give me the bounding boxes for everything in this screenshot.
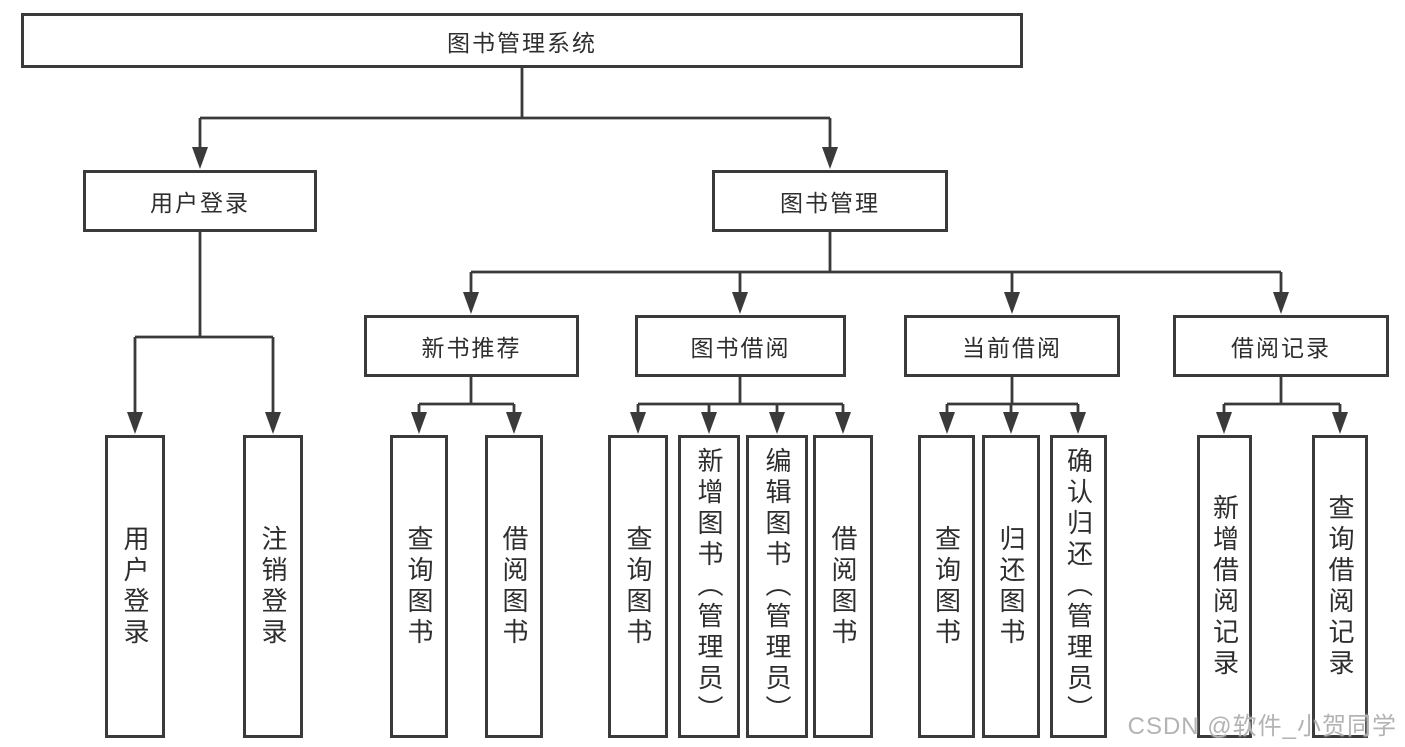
leaf-current-confirm-return-admin-label: 确认归还（管理员） xyxy=(1063,447,1094,726)
leaf-record-query-borrow-record-label: 查询借阅记录 xyxy=(1325,493,1355,680)
leaf-user-login-label: 用户登录 xyxy=(120,524,150,649)
csdn-watermark: CSDN @软件_小贺同学 xyxy=(1127,713,1397,740)
node-current-borrow-label: 当前借阅 xyxy=(962,335,1062,361)
node-user-login: 用户登录 xyxy=(83,170,317,232)
node-borrow-record-label: 借阅记录 xyxy=(1231,335,1331,361)
leaf-borrow-query-books-label: 查询图书 xyxy=(623,524,653,649)
leaf-newbook-query-books-label: 查询图书 xyxy=(404,524,434,649)
node-borrow-record: 借阅记录 xyxy=(1173,315,1389,377)
leaf-borrow-edit-books-admin: 编辑图书（管理员） xyxy=(746,435,808,738)
node-user-login-label: 用户登录 xyxy=(150,190,250,216)
leaf-logout-label: 注销登录 xyxy=(258,524,288,649)
node-new-book-recommend-label: 新书推荐 xyxy=(421,335,522,361)
leaf-newbook-borrow-books: 借阅图书 xyxy=(485,435,543,738)
connector-login-to-leaves xyxy=(133,232,275,416)
leaf-record-query-borrow-record: 查询借阅记录 xyxy=(1312,435,1368,738)
node-root-system: 图书管理系统 xyxy=(21,13,1023,68)
leaf-newbook-query-books: 查询图书 xyxy=(390,435,448,738)
leaf-current-return-books-label: 归还图书 xyxy=(996,524,1026,649)
leaf-borrow-add-books-admin: 新增图书（管理员） xyxy=(678,435,740,738)
arrowheads-level2 xyxy=(192,147,838,169)
arrowheads-login-leaves xyxy=(127,412,281,434)
leaf-user-login: 用户登录 xyxy=(105,435,165,738)
leaf-current-confirm-return-admin: 确认归还（管理员） xyxy=(1050,435,1107,738)
arrowheads-leaves xyxy=(411,412,1348,434)
node-book-management: 图书管理 xyxy=(712,170,948,232)
connector-currentborrow-to-leaves xyxy=(945,377,1080,416)
connector-bookborrow-to-leaves xyxy=(636,377,845,416)
node-book-management-label: 图书管理 xyxy=(780,190,880,216)
connector-newbook-to-leaves xyxy=(417,377,516,416)
leaf-current-query-books: 查询图书 xyxy=(918,435,975,738)
arrowheads-level3 xyxy=(463,292,1289,314)
leaf-record-add-borrow-record: 新增借阅记录 xyxy=(1197,435,1252,738)
leaf-borrow-edit-books-admin-label: 编辑图书（管理员） xyxy=(762,447,792,726)
connector-mgmt-to-level3 xyxy=(469,232,1283,297)
connector-borrowrecord-to-leaves xyxy=(1222,377,1342,416)
node-new-book-recommend: 新书推荐 xyxy=(364,315,579,377)
leaf-borrow-borrow-books-label: 借阅图书 xyxy=(828,524,858,649)
leaf-logout: 注销登录 xyxy=(243,435,303,738)
leaf-current-query-books-label: 查询图书 xyxy=(931,524,962,649)
leaf-borrow-borrow-books: 借阅图书 xyxy=(813,435,873,738)
node-current-borrow: 当前借阅 xyxy=(904,315,1120,377)
leaf-borrow-add-books-admin-label: 新增图书（管理员） xyxy=(694,447,724,726)
leaf-current-return-books: 归还图书 xyxy=(982,435,1040,738)
leaf-borrow-query-books: 查询图书 xyxy=(608,435,668,738)
leaf-record-add-borrow-record-label: 新增借阅记录 xyxy=(1209,493,1240,680)
connector-root-to-level2 xyxy=(198,68,832,152)
node-book-borrow: 图书借阅 xyxy=(635,315,846,377)
leaf-newbook-borrow-books-label: 借阅图书 xyxy=(499,524,529,649)
node-root-label: 图书管理系统 xyxy=(447,29,597,56)
node-book-borrow-label: 图书借阅 xyxy=(690,335,791,361)
